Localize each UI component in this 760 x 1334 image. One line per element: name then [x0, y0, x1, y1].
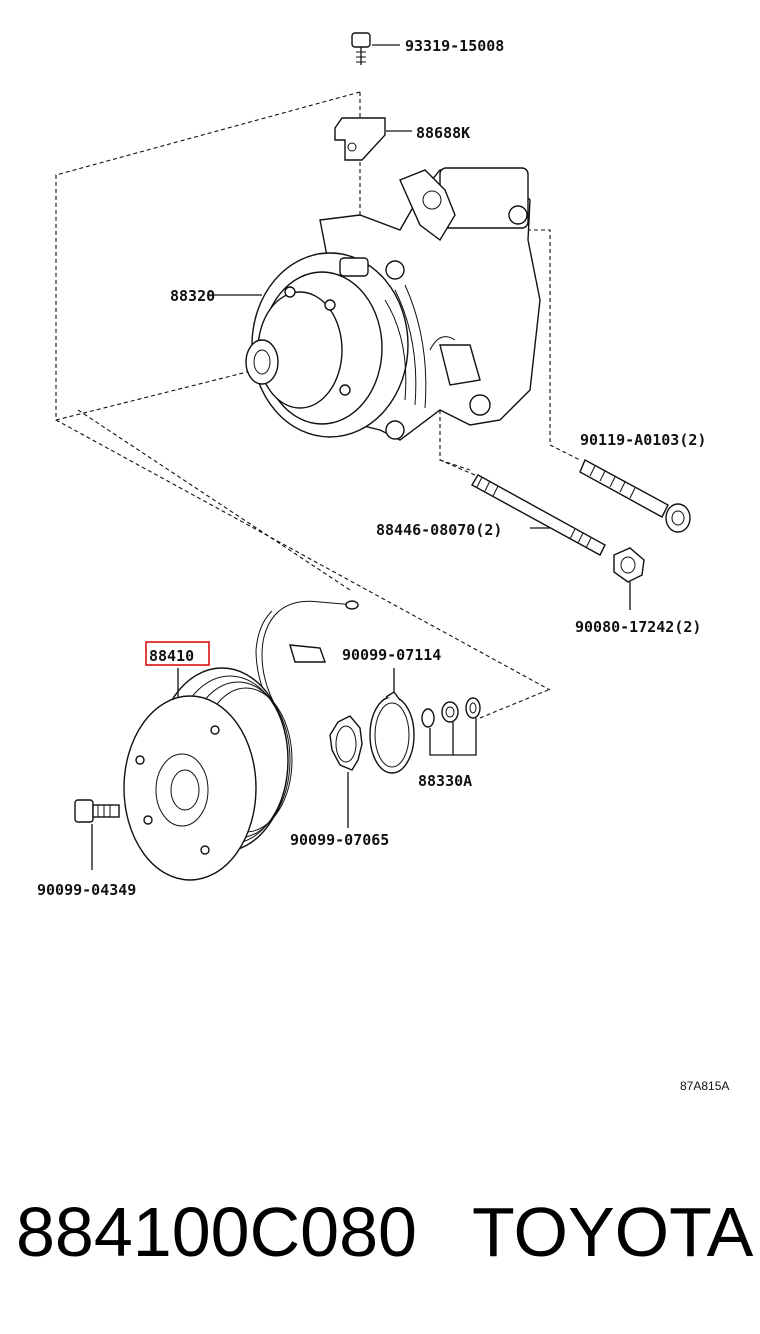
label-hub-bolt[interactable]: 90099-04349 [37, 881, 136, 899]
label-clutch[interactable]: 88410 [149, 647, 194, 665]
label-stud-bolt[interactable]: 88446-08070(2) [376, 521, 502, 539]
bolt-top-part [351, 32, 400, 65]
stud-bolt-part [471, 474, 606, 556]
assembly-guide-lines [55, 91, 581, 719]
snap-ring-lower-part [329, 715, 363, 828]
part-labels: 93319-15008 88688K 88320 90119-A0103(2) … [37, 37, 729, 1093]
figure-code: 87A815A [680, 1079, 729, 1093]
label-compressor[interactable]: 88320 [170, 287, 215, 305]
nut-part [613, 547, 645, 610]
label-snap-ring-lower[interactable]: 90099-07065 [290, 831, 389, 849]
clutch-part [123, 600, 359, 881]
label-long-bolt[interactable]: 90119-A0103(2) [580, 431, 706, 449]
snap-ring-upper-part [369, 668, 415, 774]
long-bolt-part [579, 459, 691, 533]
shims-part [421, 697, 481, 756]
compressor-part [208, 167, 541, 441]
highlight-box [145, 641, 210, 666]
label-bolt-top[interactable]: 93319-15008 [405, 37, 504, 55]
label-snap-ring-upper[interactable]: 90099-07114 [342, 646, 441, 664]
label-shims[interactable]: 88330A [418, 772, 472, 790]
label-bracket[interactable]: 88688K [416, 124, 470, 142]
hub-bolt-part [74, 799, 120, 870]
footer-part-number: 884100C080 [16, 1193, 417, 1271]
footer-brand: TOYOTA [472, 1193, 754, 1271]
footer: 884100C080 TOYOTA [0, 1180, 760, 1290]
bracket-part [334, 117, 412, 161]
label-nut[interactable]: 90080-17242(2) [575, 618, 701, 636]
